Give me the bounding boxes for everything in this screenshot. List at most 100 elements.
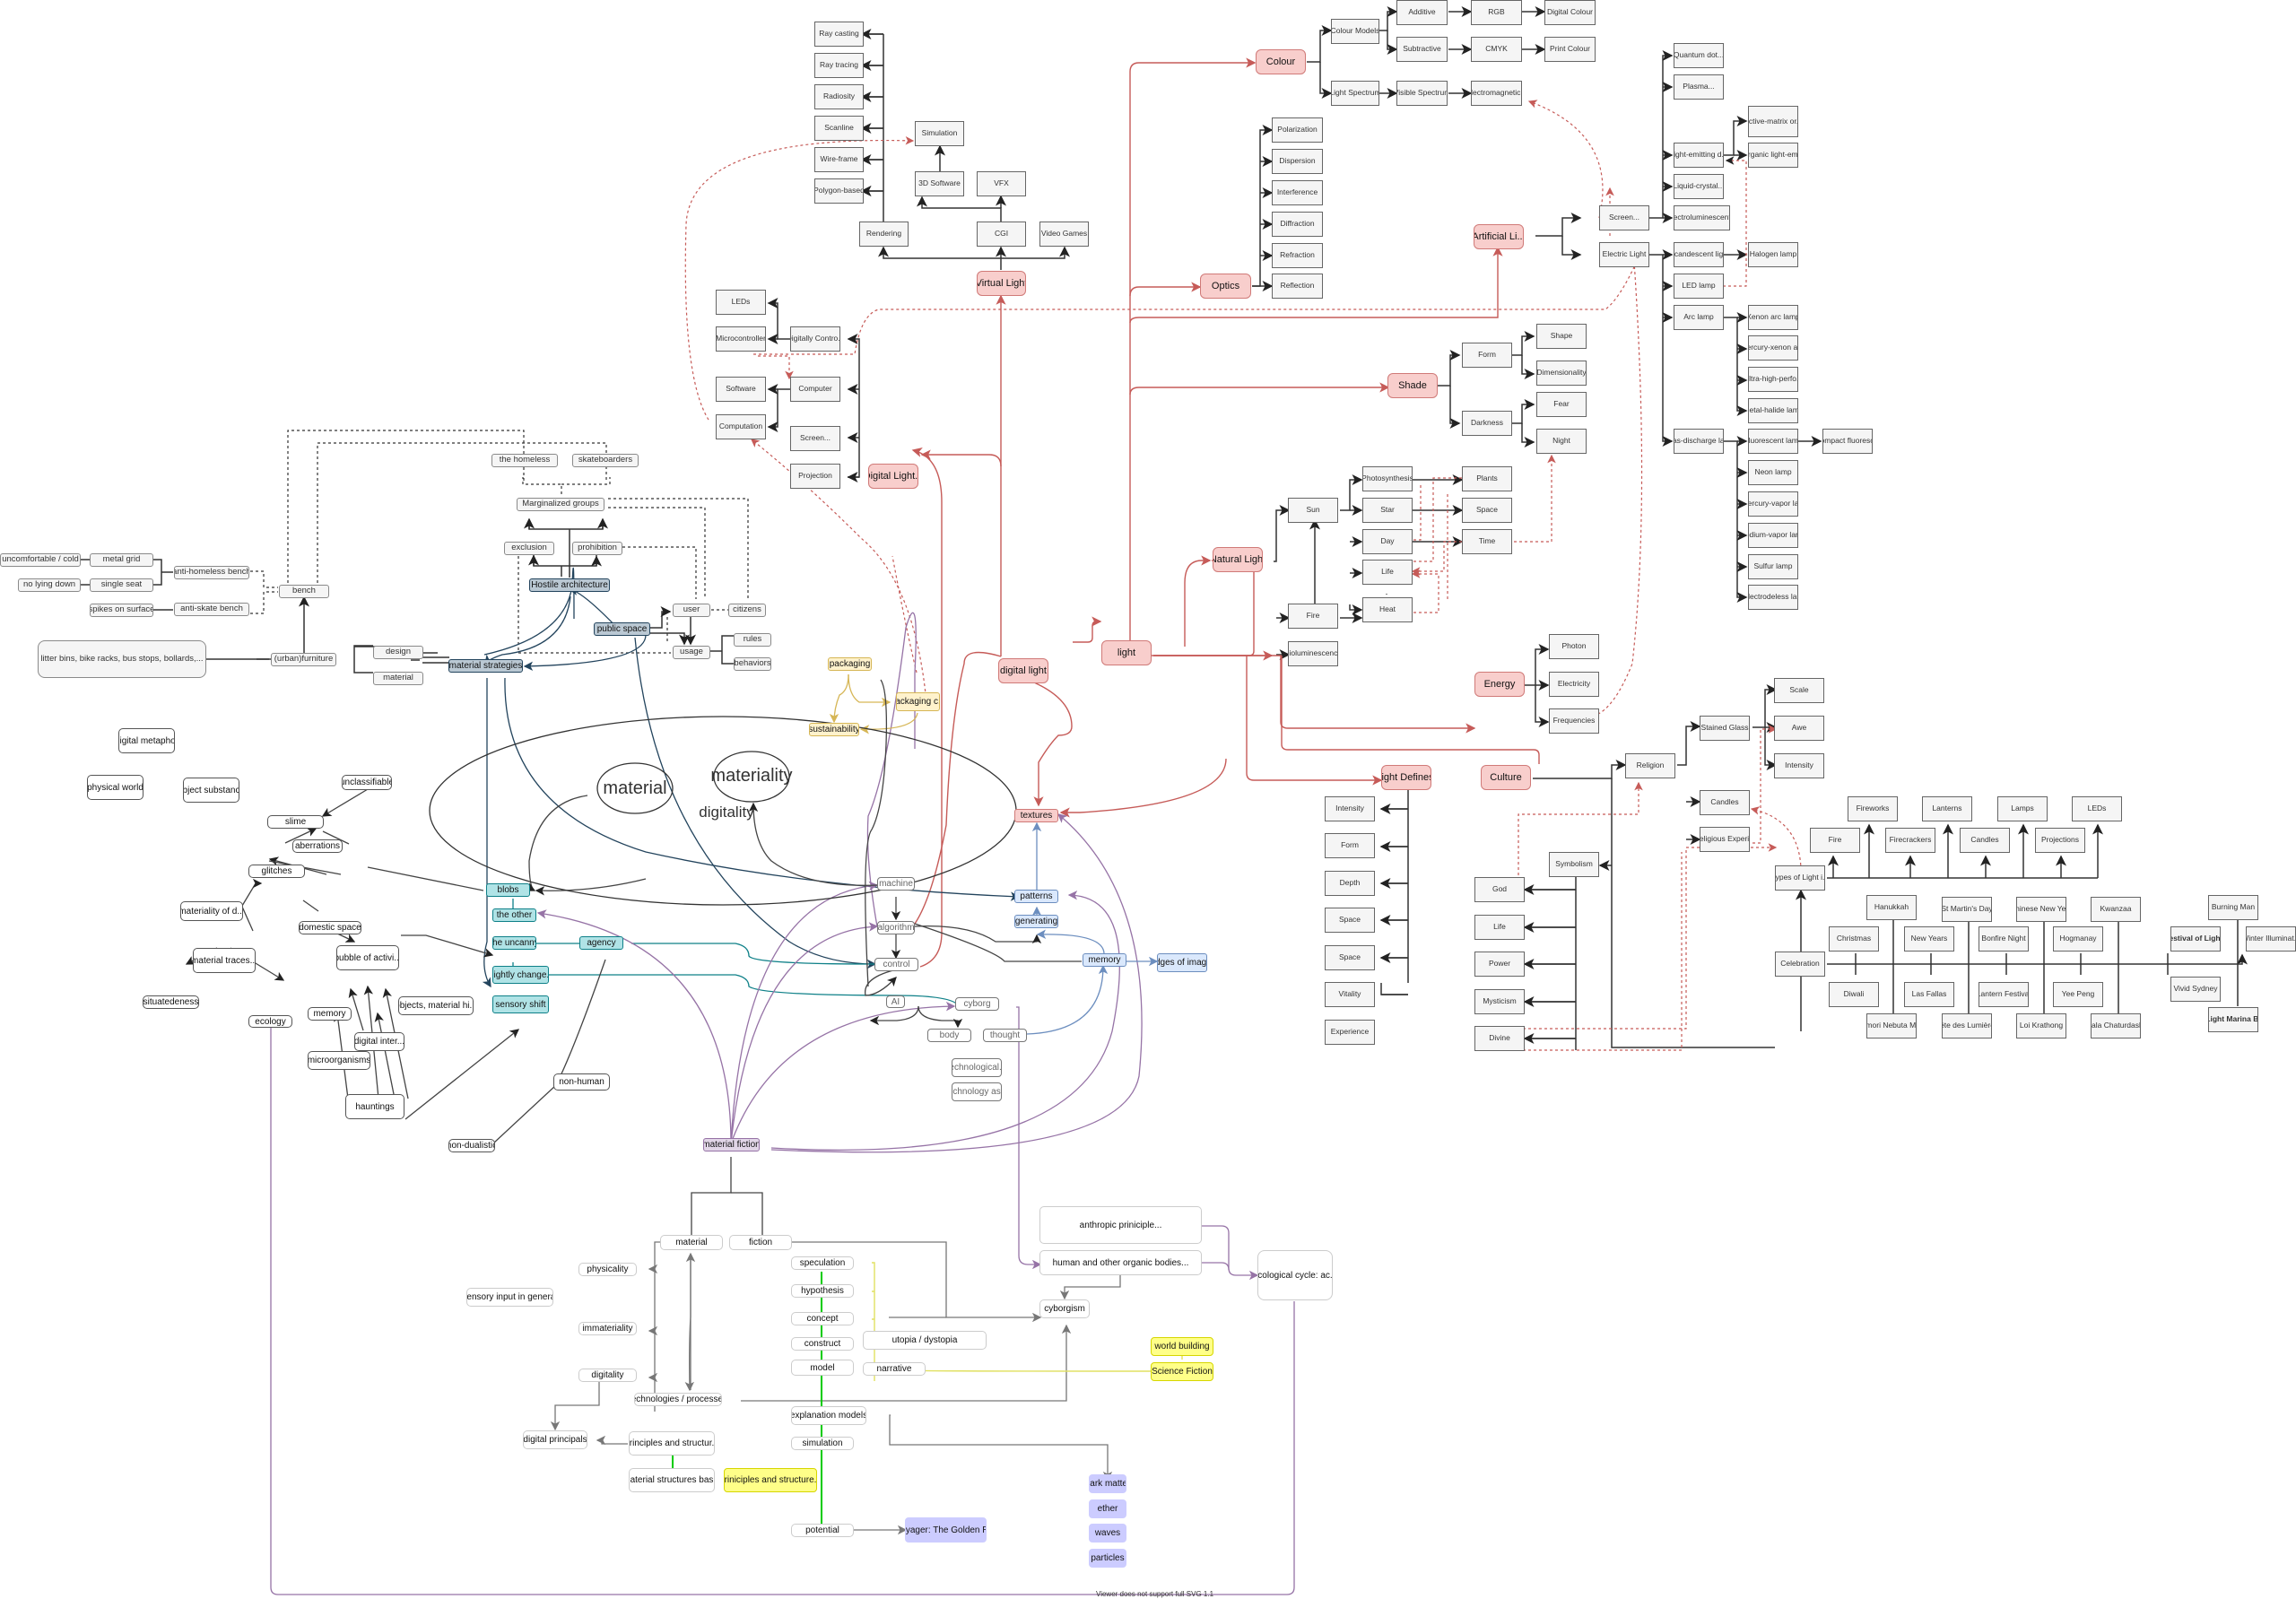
node-skateboarders[interactable]: skateboarders — [572, 454, 639, 467]
node-scanline[interactable]: Scanline — [814, 116, 864, 141]
node-ecological-cycle[interactable]: ecological cycle: ac... — [1257, 1250, 1333, 1300]
node-voyager[interactable]: Voyager: The Golden R... — [905, 1517, 987, 1543]
node-electromagnetic[interactable]: Electromagnetic... — [1471, 81, 1522, 106]
node-life-natural[interactable]: Life — [1362, 560, 1413, 585]
node-frequencies[interactable]: Frequencies — [1549, 708, 1599, 734]
node-the-homeless[interactable]: the homeless — [491, 454, 558, 467]
node-behaviors[interactable]: behaviors — [734, 657, 771, 671]
node-ld-vitality[interactable]: Vitality — [1325, 982, 1375, 1007]
node-active-matrix[interactable]: Active-matrix or... — [1748, 106, 1798, 137]
node-burning-man[interactable]: Burning Man — [2208, 895, 2258, 920]
node-bonfire-night[interactable]: Bonfire Night — [1979, 926, 2029, 952]
node-unclassifiable[interactable]: unclassifiable — [342, 775, 392, 790]
node-speculation[interactable]: speculation — [791, 1256, 854, 1270]
node-heat[interactable]: Heat — [1362, 597, 1413, 622]
node-hypothesis[interactable]: hypothesis — [791, 1284, 854, 1298]
node-bioluminescence[interactable]: Bioluminescence — [1288, 641, 1338, 666]
node-electrodeless[interactable]: Electrodeless la... — [1748, 585, 1798, 610]
node-hanukkah[interactable]: Hanukkah — [1866, 895, 1917, 920]
node-las-fallas[interactable]: Las Fallas — [1904, 982, 1954, 1007]
node-led-lamp[interactable]: LED lamp — [1674, 274, 1724, 299]
node-plants[interactable]: Plants — [1462, 466, 1512, 491]
node-citizens[interactable]: citizens — [728, 604, 766, 617]
node-christmas[interactable]: Christmas — [1829, 926, 1879, 952]
node-dark-matter[interactable]: dark matter — [1089, 1474, 1126, 1493]
node-usage[interactable]: usage — [673, 646, 710, 659]
node-mercury-xenon[interactable]: Mercury-xenon ar... — [1748, 335, 1798, 361]
node-star[interactable]: Star — [1362, 498, 1413, 523]
node-physicality[interactable]: physicality — [578, 1263, 637, 1276]
node-wire-frame[interactable]: Wire-frame — [814, 147, 864, 172]
node-human-organic-bodies[interactable]: human and other organic bodies... — [1039, 1250, 1202, 1275]
node-ld-space-1[interactable]: Space — [1325, 908, 1375, 933]
node-photosynthesis[interactable]: Photosynthesis — [1362, 466, 1413, 491]
node-divine[interactable]: Divine — [1474, 1026, 1525, 1051]
node-fireworks[interactable]: Fireworks — [1848, 796, 1898, 821]
node-potential[interactable]: potential — [791, 1524, 854, 1537]
node-organic-light[interactable]: Organic light-em... — [1748, 143, 1798, 168]
node-non-human[interactable]: non-human — [553, 1073, 610, 1091]
node-visible-spectrum[interactable]: Visible Spectrum — [1396, 81, 1448, 106]
node-aomori[interactable]: Aomori Nebuta Ma... — [1866, 1013, 1917, 1038]
node-slime[interactable]: slime — [267, 815, 324, 829]
node-polygon-based[interactable]: Polygon-based — [814, 178, 864, 204]
node-shade[interactable]: Shade — [1387, 373, 1438, 398]
node-edges-of-imagination[interactable]: edges of imag... — [1157, 953, 1207, 972]
node-dispersion[interactable]: Dispersion — [1272, 149, 1323, 174]
node-hauntings[interactable]: hauntings — [345, 1094, 404, 1119]
node-photon[interactable]: Photon — [1549, 634, 1599, 659]
node-additive[interactable]: Additive — [1396, 0, 1448, 25]
node-uncomfortable-cold[interactable]: uncomfortable / cold — [0, 553, 81, 567]
node-diwali[interactable]: Diwali — [1829, 982, 1879, 1007]
node-compact-fluorescent[interactable]: Compact fluoresc... — [1822, 429, 1873, 454]
node-technologies-processes[interactable]: technologies / processes — [634, 1393, 722, 1406]
node-science-fiction[interactable]: Science Fiction — [1151, 1362, 1213, 1381]
node-ld-depth[interactable]: Depth — [1325, 871, 1375, 896]
node-packaging-c[interactable]: packaging c... — [896, 692, 940, 711]
node-leds-digital[interactable]: LEDs — [716, 290, 766, 315]
node-algorithm[interactable]: algorithm — [877, 921, 915, 934]
node-cyborg[interactable]: cyborg — [955, 997, 999, 1011]
node-design[interactable]: design — [373, 646, 423, 659]
node-material-strategies[interactable]: material strategies — [448, 659, 523, 673]
node-textures[interactable]: textures — [1014, 809, 1058, 822]
node-kwanzaa[interactable]: Kwanzaa — [2091, 897, 2141, 922]
node-world-building[interactable]: world building — [1151, 1337, 1213, 1356]
node-ld-intensity[interactable]: Intensity — [1325, 796, 1375, 821]
node-diffraction[interactable]: Diffraction — [1272, 212, 1323, 237]
node-electroluminescent[interactable]: Electroluminescent... — [1674, 205, 1730, 230]
node-light-defines[interactable]: Light Defines: — [1381, 765, 1431, 790]
node-narrative[interactable]: narrative — [863, 1362, 926, 1376]
node-ecology[interactable]: ecology — [248, 1015, 292, 1028]
node-ld-space-2[interactable]: Space — [1325, 945, 1375, 970]
node-shape[interactable]: Shape — [1536, 324, 1587, 349]
node-fire-types[interactable]: Fire — [1810, 828, 1860, 853]
node-light[interactable]: light — [1101, 640, 1152, 665]
node-digitally-controlled[interactable]: Digitally Contro... — [790, 326, 840, 352]
node-interference[interactable]: Interference — [1272, 180, 1323, 205]
node-sensory-input[interactable]: sensory input in general — [466, 1288, 553, 1307]
node-light-emitting[interactable]: Light-emitting d... — [1674, 143, 1724, 168]
node-metal-grid[interactable]: metal grid — [90, 553, 153, 567]
node-quantum-dot[interactable]: Quantum dot... — [1674, 43, 1724, 68]
node-symbolism[interactable]: Symbolism — [1549, 852, 1599, 877]
node-god[interactable]: God — [1474, 877, 1525, 902]
node-simulation[interactable]: Simulation — [915, 121, 964, 146]
node-lanterns[interactable]: Lanterns — [1922, 796, 1972, 821]
node-fluorescent[interactable]: Fluorescent lamp — [1748, 429, 1798, 454]
node-the-other[interactable]: the other — [492, 908, 536, 922]
node-fete-lumieres[interactable]: Fête des Lumières — [1942, 1013, 1992, 1038]
node-fire-natural[interactable]: Fire — [1288, 604, 1338, 629]
node-3d-software[interactable]: 3D Software — [915, 171, 964, 196]
node-types-of-light[interactable]: Types of Light i... — [1775, 865, 1825, 891]
node-simulation-fiction[interactable]: simulation — [791, 1437, 854, 1450]
node-ether[interactable]: ether — [1089, 1499, 1126, 1518]
node-sun[interactable]: Sun — [1288, 498, 1338, 523]
node-electricity[interactable]: Electricity — [1549, 672, 1599, 697]
node-spikes-on-surface[interactable]: spikes on surface — [90, 604, 153, 617]
node-exclusion[interactable]: exclusion — [504, 542, 554, 555]
node-candles-religion[interactable]: Candles — [1700, 790, 1750, 815]
node-software[interactable]: Software — [716, 377, 766, 402]
node-scale[interactable]: Scale — [1774, 678, 1824, 703]
node-screen-al[interactable]: Screen... — [1599, 205, 1649, 230]
